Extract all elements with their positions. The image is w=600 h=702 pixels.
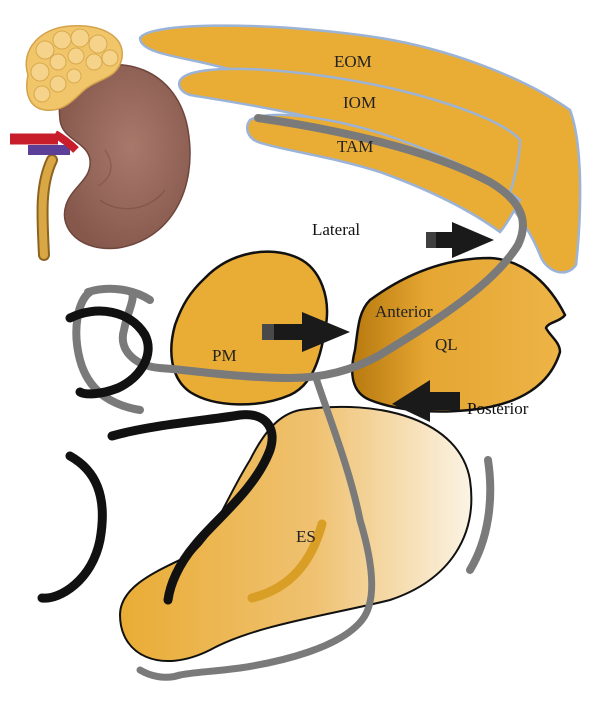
pm-muscle [170,250,329,406]
outline-left-arc [65,306,153,399]
label-eom: EOM [334,52,372,71]
es-muscle [118,405,473,662]
tam-muscle [246,113,522,234]
arrow-right-icon [426,222,494,258]
fascia-lines [72,114,527,681]
label-tam: TAM [337,137,373,156]
arrow-left-icon [392,380,460,422]
fascia-upper-left [84,284,154,304]
kidney-icon [10,25,191,261]
fascia-right [466,456,495,574]
label-ql: QL [435,335,458,354]
label-iom: IOM [343,93,376,112]
ql-muscle [350,256,567,413]
fascia-bottom [136,666,184,681]
fascia-vertical [176,374,376,679]
label-anterior: Anterior [375,302,433,321]
fascia-main [118,114,527,383]
black-outlines [37,306,277,605]
fascia-left-curve [72,288,144,414]
outline-lower [37,451,107,603]
arrow-right-icon [262,312,350,352]
outline-mid [107,410,277,605]
label-posterior: Posterior [467,399,529,418]
label-lateral: Lateral [312,220,360,239]
label-pm: PM [212,346,237,365]
abdominal-wall-muscles [138,24,582,274]
es-inner-line [247,519,327,603]
label-es: ES [296,527,316,546]
